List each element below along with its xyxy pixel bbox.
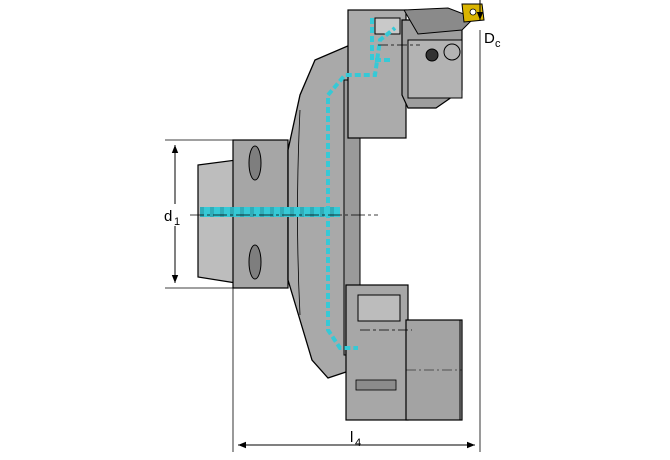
upper-slide	[347, 3, 485, 139]
dimension-dc: D c	[476, 0, 501, 50]
lower-slide	[345, 284, 463, 421]
d1-label-sub: 1	[174, 216, 180, 228]
coolant-channels	[200, 18, 397, 350]
l4-label: l	[350, 429, 353, 446]
dimension-d1: d 1	[162, 139, 233, 289]
dimension-l4: l 4	[232, 30, 481, 452]
d1-label: d	[164, 208, 172, 225]
l4-label-sub: 4	[355, 437, 361, 449]
dc-label: D	[484, 30, 495, 47]
dc-label-sub: c	[495, 38, 501, 50]
